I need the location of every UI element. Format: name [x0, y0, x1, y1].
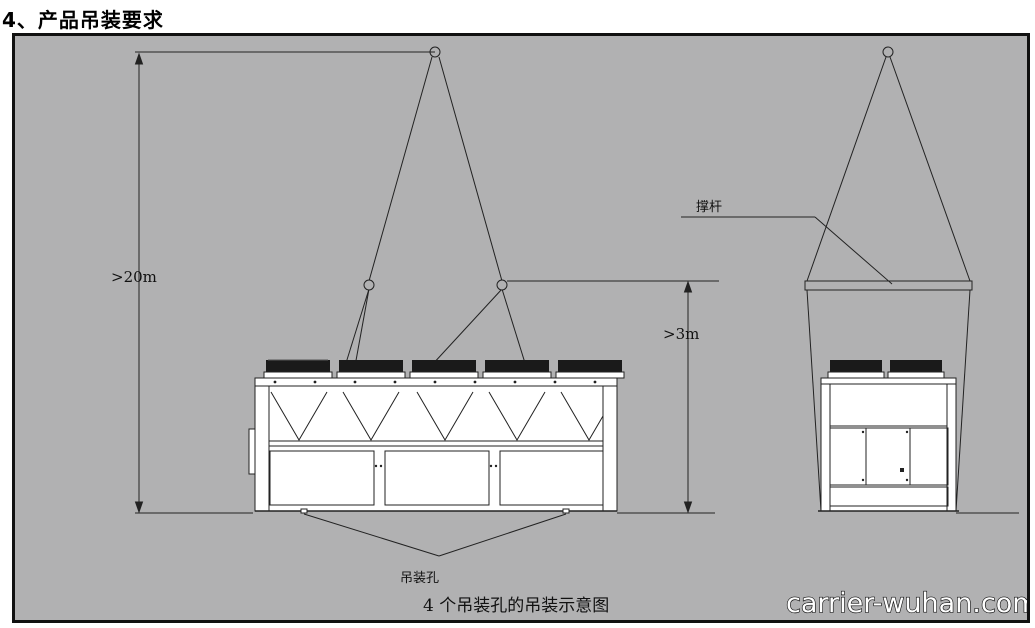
fan-guard-icon	[555, 360, 625, 379]
fan-guard-icon	[336, 360, 406, 379]
spreader-bar	[804, 280, 973, 291]
fan-guard-icon	[409, 360, 479, 379]
lifting-diagram-canvas: >20m >3m 撑杆 吊装孔 4 个吊装孔的吊装示意图 carrier-wuh…	[111, 46, 1027, 620]
side-rigging	[806, 56, 971, 512]
front-view	[134, 46, 719, 557]
lifting-hole-leader	[303, 513, 567, 557]
fan-row	[263, 359, 625, 379]
height-total-dimension	[134, 51, 435, 514]
diagram-caption: 4 个吊装孔的吊装示意图	[423, 596, 609, 616]
lifting-diagram: >20m >3m 撑杆 吊装孔 4 个吊装孔的吊装示意图 carrier-wuh…	[12, 33, 1030, 623]
fan-guard-icon	[887, 360, 945, 379]
height-min-dimension	[507, 280, 719, 514]
chiller-unit-front	[248, 377, 618, 514]
lifting-ring-icon	[363, 46, 508, 291]
fan-guard-icon	[482, 360, 552, 379]
height-total-label: >20m	[111, 268, 157, 286]
lifting-ring-icon	[882, 46, 894, 58]
fan-guard-icon	[827, 360, 885, 379]
lifting-holes-label: 吊装孔	[400, 571, 439, 586]
section-title: 4、产品吊装要求	[2, 8, 164, 32]
side-view	[681, 46, 1019, 514]
chiller-unit-side	[818, 377, 959, 512]
watermark-text: carrier-wuhan.com	[786, 588, 1027, 619]
spreader-bar-label: 撑杆	[696, 200, 722, 215]
height-min-label: >3m	[663, 325, 699, 343]
fan-guard-icon	[263, 359, 333, 379]
